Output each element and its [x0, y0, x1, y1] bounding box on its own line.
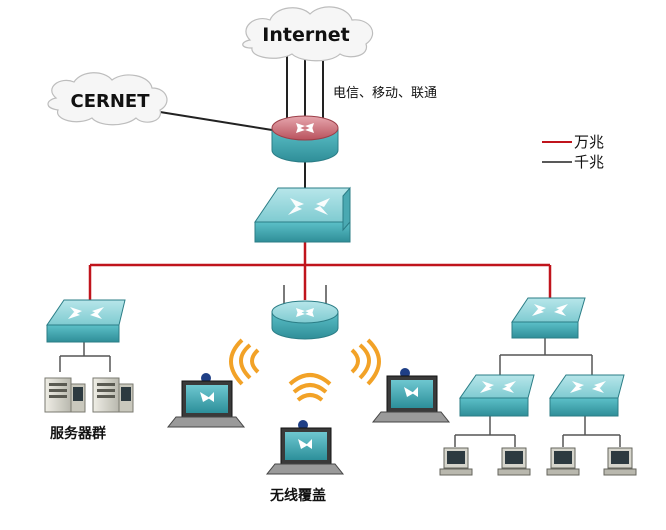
- desktop-pc-2: [497, 447, 531, 476]
- cernet-label: CERNET: [70, 91, 150, 112]
- wireless-label: 无线覆盖: [269, 487, 326, 504]
- core-router: [271, 115, 339, 163]
- server-2: [92, 377, 134, 413]
- wireless-access-point: [271, 285, 339, 340]
- wifi-signal-bottom-icon: [288, 373, 332, 402]
- server-group-label: 服务器群: [50, 425, 106, 442]
- laptop-bottom: [265, 420, 345, 475]
- distribution-switch: [511, 297, 586, 339]
- laptop-right: [371, 368, 451, 423]
- wifi-signal-left-icon: [229, 338, 260, 386]
- access-switch-b: [549, 374, 625, 417]
- desktop-pc-4: [603, 447, 637, 476]
- desktop-pc-1: [439, 447, 473, 476]
- internet-cloud: Internet: [242, 6, 374, 62]
- desktop-pc-3: [546, 447, 580, 476]
- laptop-left: [166, 373, 246, 428]
- cernet-cloud: CERNET: [47, 72, 168, 126]
- server-1: [44, 377, 86, 413]
- links: [59, 45, 621, 447]
- internet-label: Internet: [262, 24, 349, 46]
- legend-label-10g: 万兆: [574, 133, 604, 151]
- core-switch: [254, 186, 351, 243]
- wifi-signal-right-icon: [350, 338, 381, 386]
- access-switch-a: [459, 374, 535, 417]
- legend-label-1g: 千兆: [574, 153, 604, 171]
- legend: 万兆 千兆: [542, 133, 604, 171]
- isp-label: 电信、移动、联通: [333, 86, 437, 101]
- server-access-switch: [46, 299, 126, 343]
